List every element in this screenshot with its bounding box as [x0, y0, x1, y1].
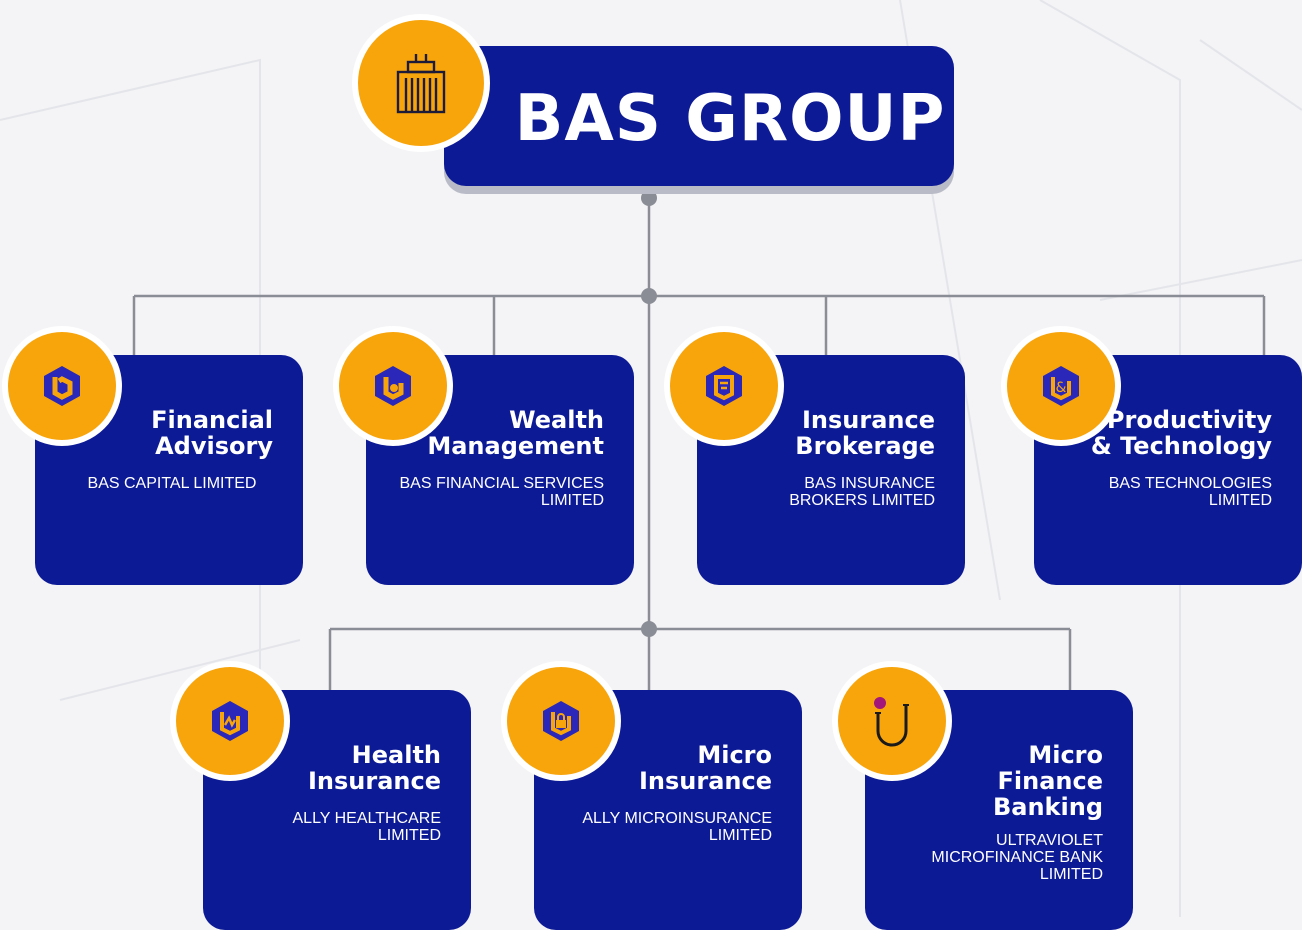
card-title: Micro Insurance: [638, 741, 772, 795]
card-company: BAS INSURANCE BROKERS LIMITED: [789, 475, 935, 509]
bas-hexagon-ampersand-logo-icon: &: [1001, 326, 1121, 446]
card-title: Micro Finance Banking: [992, 741, 1103, 821]
card-company: BAS FINANCIAL SERVICES LIMITED: [399, 475, 604, 509]
card-company: ULTRAVIOLET MICROFINANCE BANK LIMITED: [931, 832, 1103, 883]
bas-hexagon-coin-logo-icon: [333, 326, 453, 446]
ultraviolet-u-logo-icon: [832, 661, 952, 781]
ally-hexagon-health-logo-icon: [170, 661, 290, 781]
group-title: BAS GROUP: [514, 82, 946, 156]
connector-node-row2: [641, 621, 657, 637]
card-company: ALLY HEALTHCARE LIMITED: [292, 810, 442, 844]
card-company: ALLY MICROINSURANCE LIMITED: [582, 810, 772, 844]
connector-node-top: [641, 190, 657, 206]
card-title: Financial Advisory: [151, 406, 273, 460]
card-title: Insurance Brokerage: [795, 406, 935, 460]
card-title: Wealth Management: [427, 406, 604, 460]
bas-hexagon-shield-logo-icon: [664, 326, 784, 446]
building-icon: [352, 14, 490, 152]
ally-hexagon-lock-logo-icon: [501, 661, 621, 781]
card-company: BAS CAPITAL LIMITED: [87, 475, 257, 492]
svg-text:&: &: [1056, 380, 1067, 396]
bas-hexagon-logo-icon: [2, 326, 122, 446]
card-company: BAS TECHNOLOGIES LIMITED: [1108, 475, 1272, 509]
top-node-box: BAS GROUP: [444, 46, 954, 186]
card-title: Productivity & Technology: [1090, 406, 1272, 460]
connector-node-row1: [641, 288, 657, 304]
card-micro-insurance: Micro Insurance ALLY MICROINSURANCE LIMI…: [534, 690, 802, 930]
card-title: Health Insurance: [307, 741, 441, 795]
